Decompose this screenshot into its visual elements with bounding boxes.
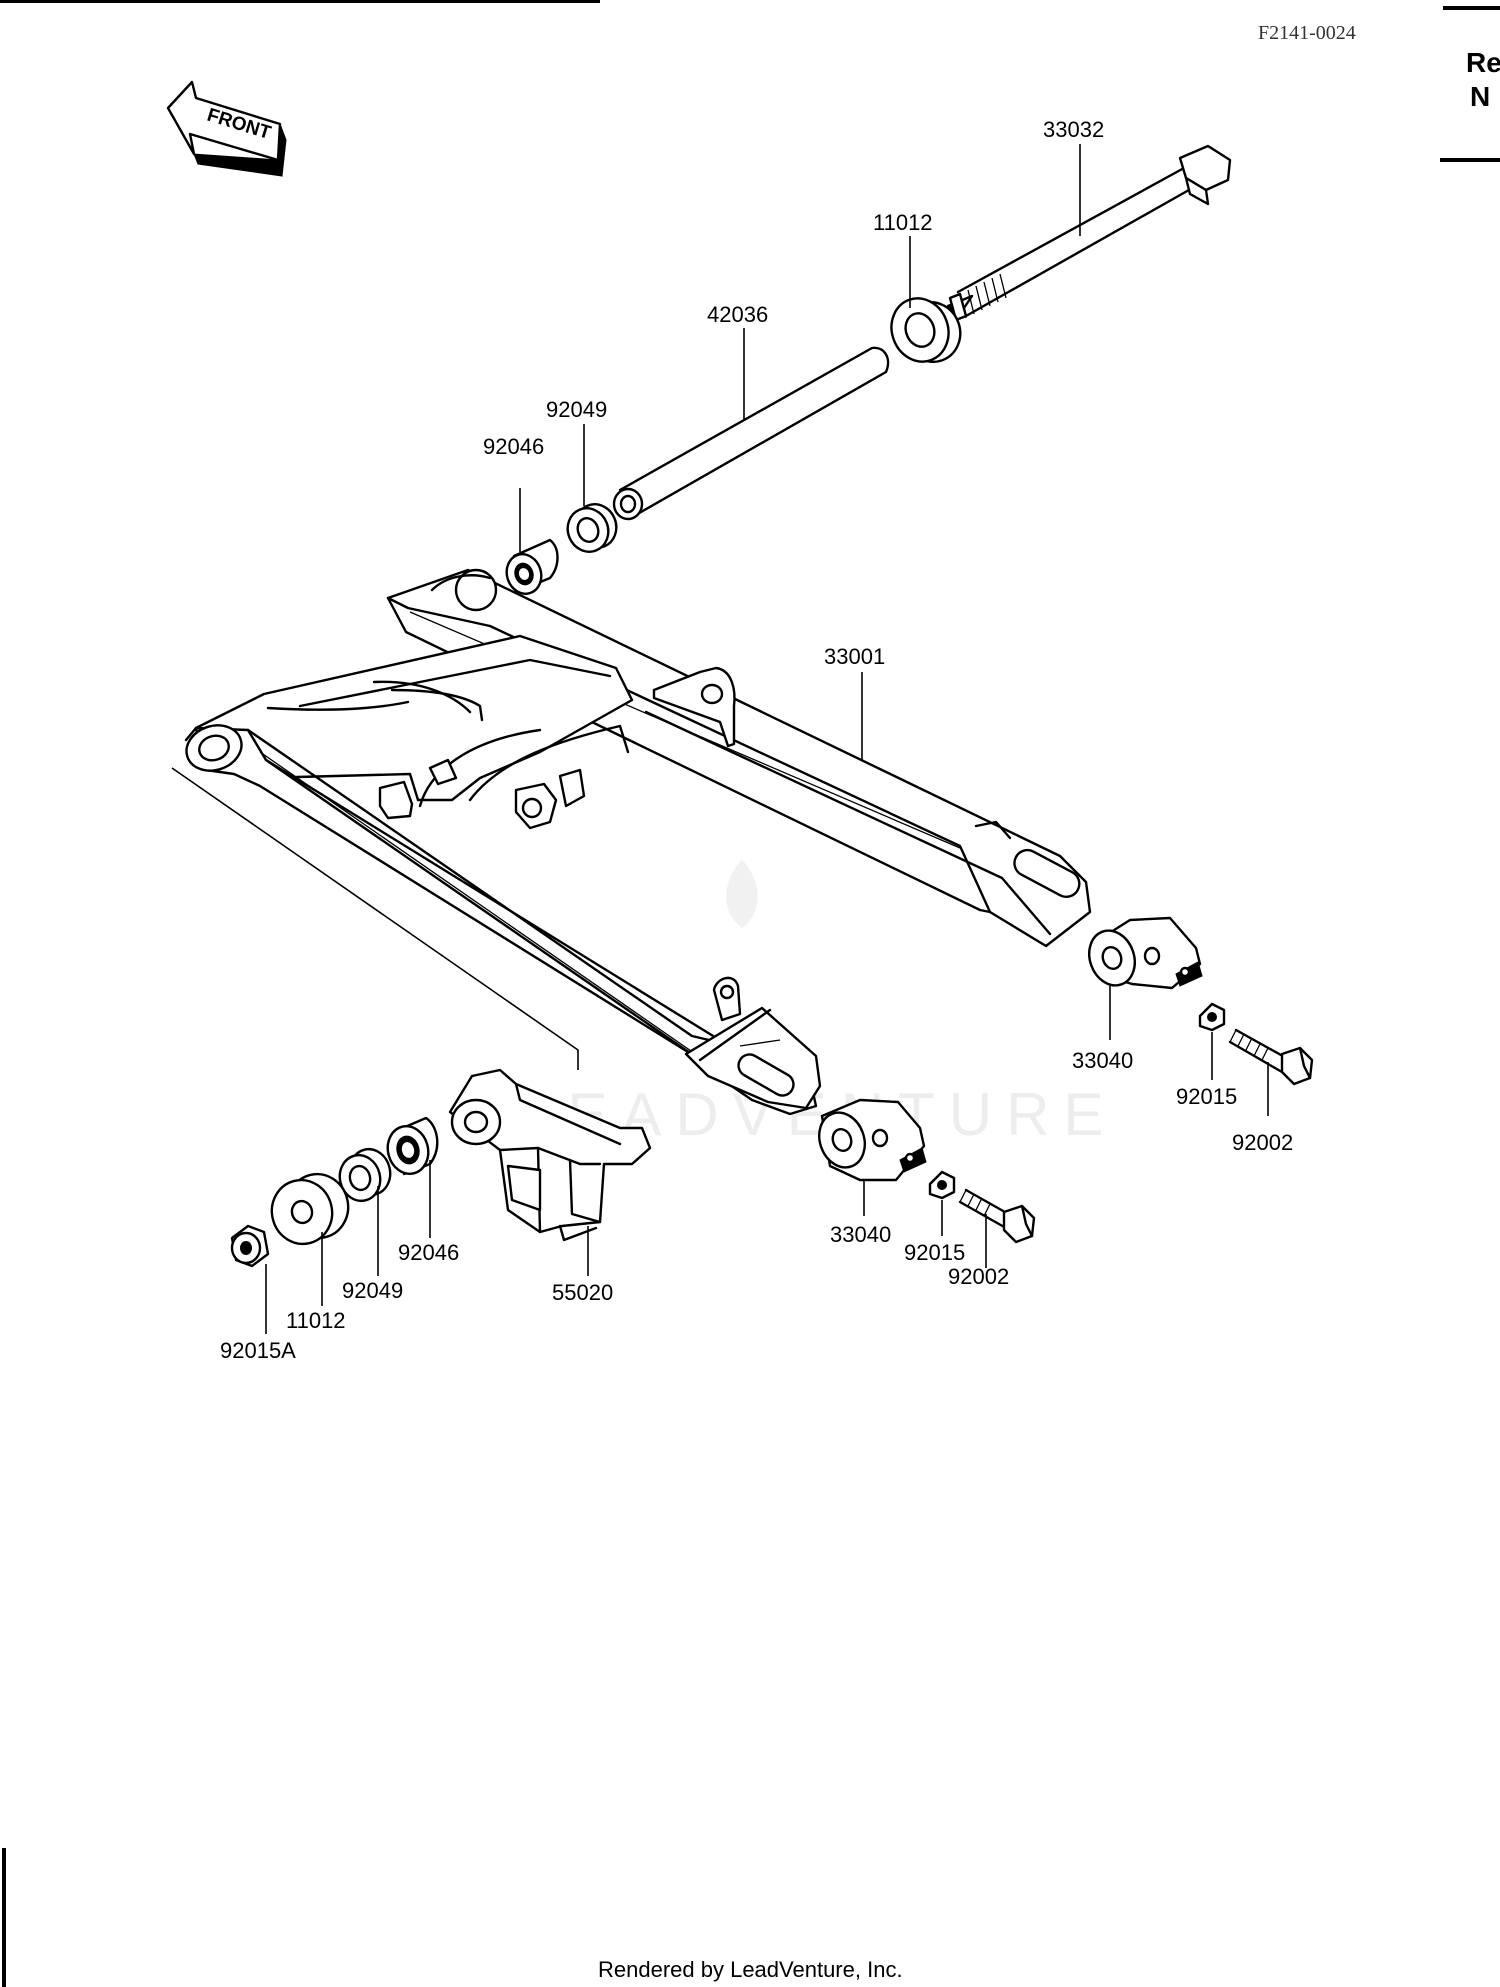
nut-92015-left-drawing: [928, 1170, 956, 1200]
nut-92015-right-drawing: [1198, 1002, 1226, 1032]
part-labels: 33032 11012 42036 92049 92046 33001 3304…: [220, 117, 1293, 1363]
collar-92049-top-drawing: [566, 503, 618, 553]
label-92002-right[interactable]: 92002: [1232, 1130, 1293, 1155]
adjuster-33040-left-drawing: [818, 1098, 927, 1182]
label-92015-right[interactable]: 92015: [1176, 1084, 1237, 1109]
nut-92015A-drawing: [230, 1224, 270, 1268]
cap-11012-bottom-drawing: [270, 1172, 350, 1246]
label-92049-top[interactable]: 92049: [546, 397, 607, 422]
sleeve-42036-drawing: [612, 346, 890, 521]
cap-11012-top-drawing: [890, 297, 962, 363]
label-33001[interactable]: 33001: [824, 644, 885, 669]
drawing-code: F2141-0024: [1258, 22, 1356, 44]
front-arrow-icon: FRONT: [166, 80, 287, 177]
swingarm-33001-drawing: [184, 568, 1092, 1116]
label-11012-top[interactable]: 11012: [873, 210, 933, 235]
label-92049-bottom[interactable]: 92049: [342, 1278, 403, 1303]
bolt-92002-right-drawing: [1228, 1028, 1314, 1086]
label-33032[interactable]: 33032: [1043, 117, 1104, 142]
label-33040-right[interactable]: 33040: [1072, 1048, 1133, 1073]
label-92015A[interactable]: 92015A: [220, 1338, 296, 1363]
bolt-92002-left-drawing: [958, 1188, 1036, 1244]
bearing-92046-bottom-drawing: [386, 1116, 439, 1176]
pivot-bolt-33032-drawing: [946, 144, 1232, 322]
pivot-reference-line: [171, 767, 579, 1070]
side-text-line1: Re: [1466, 47, 1500, 78]
side-text-line2: N: [1470, 81, 1490, 112]
label-55020[interactable]: 55020: [552, 1280, 613, 1305]
chain-guide-55020-drawing: [448, 1068, 652, 1242]
label-33040-left[interactable]: 33040: [830, 1222, 891, 1247]
label-92015-left[interactable]: 92015: [904, 1240, 965, 1265]
label-42036[interactable]: 42036: [707, 302, 768, 327]
label-92046-bottom[interactable]: 92046: [398, 1240, 459, 1265]
label-92046-top[interactable]: 92046: [483, 434, 544, 459]
adjuster-33040-right-drawing: [1088, 916, 1203, 990]
label-92002-left[interactable]: 92002: [948, 1264, 1009, 1289]
label-11012-bottom[interactable]: 11012: [286, 1308, 346, 1333]
collar-92049-bottom-drawing: [338, 1147, 392, 1203]
leader-lines: [265, 144, 1269, 1334]
footer-credit: Rendered by LeadVenture, Inc.: [598, 1957, 903, 1982]
bearing-92046-top-drawing: [505, 538, 559, 595]
